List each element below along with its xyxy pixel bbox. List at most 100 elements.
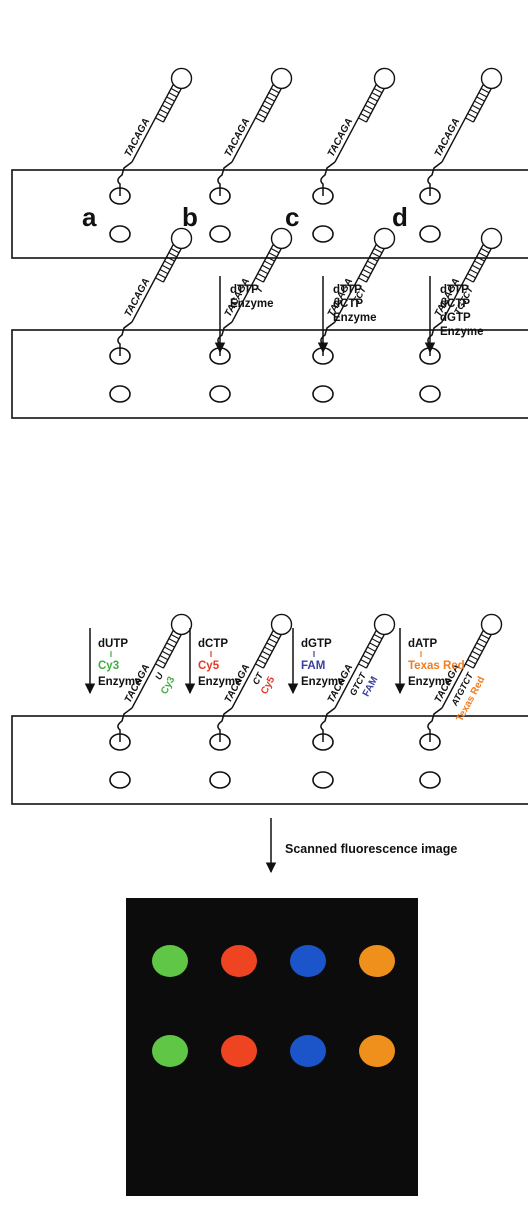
reagent-label: dCTP bbox=[333, 298, 363, 310]
base-pair bbox=[159, 654, 169, 661]
probe-strand bbox=[131, 243, 174, 323]
base-pair bbox=[155, 117, 164, 123]
nucleotide-label: dCTP bbox=[198, 638, 228, 650]
base-pair bbox=[270, 248, 280, 254]
probe-linker bbox=[427, 161, 443, 196]
base-pair bbox=[469, 268, 479, 275]
base-pair bbox=[166, 96, 175, 102]
base-pair bbox=[469, 654, 479, 661]
base-pair bbox=[159, 108, 169, 115]
base-pair bbox=[476, 642, 485, 648]
probe-spot bbox=[419, 225, 441, 243]
base-pair bbox=[257, 273, 266, 279]
scan-label: Scanned fluorescence image bbox=[285, 842, 457, 856]
probe-strand bbox=[472, 634, 492, 669]
probe-strand bbox=[472, 248, 492, 283]
enzyme-label: Enzyme bbox=[98, 676, 141, 688]
base-pair bbox=[358, 663, 367, 669]
probe-strand bbox=[441, 629, 484, 709]
base-pair bbox=[155, 277, 164, 283]
probe-strand bbox=[131, 629, 174, 709]
base-pair bbox=[161, 650, 171, 656]
hairpin-loop bbox=[270, 227, 293, 250]
probe-strand bbox=[472, 88, 492, 123]
base-pair bbox=[264, 100, 273, 106]
base-pair bbox=[367, 100, 376, 106]
probe-spot bbox=[419, 385, 441, 403]
base-pair bbox=[157, 273, 166, 279]
base-pair bbox=[480, 88, 490, 94]
reagent-label: dTTP bbox=[230, 284, 259, 296]
base-pair bbox=[467, 659, 476, 665]
base-pair bbox=[170, 88, 180, 94]
base-pair bbox=[369, 642, 378, 648]
probe-linker bbox=[217, 161, 233, 196]
hairpin-loop bbox=[480, 613, 503, 636]
probe-strand bbox=[231, 243, 274, 323]
reagent-label: dGTP bbox=[440, 312, 471, 324]
base-pair bbox=[168, 638, 178, 644]
base-pair bbox=[474, 646, 483, 652]
probe-strand bbox=[441, 243, 484, 323]
base-pair bbox=[255, 117, 264, 123]
nucleotide-label: dGTP bbox=[301, 638, 332, 650]
hairpin-loop bbox=[170, 613, 193, 636]
base-pair bbox=[474, 100, 483, 106]
probe-strand bbox=[441, 83, 484, 163]
base-pair bbox=[257, 113, 266, 119]
hairpin-loop bbox=[480, 67, 503, 90]
base-pair bbox=[168, 252, 178, 258]
dye-label: Texas Red bbox=[408, 660, 465, 672]
spot-label: d bbox=[392, 202, 408, 232]
base-pair bbox=[261, 104, 271, 110]
base-pair bbox=[373, 88, 383, 94]
probe-spot bbox=[312, 771, 334, 789]
base-pair bbox=[373, 248, 383, 254]
base-pair bbox=[478, 638, 488, 644]
base-pair bbox=[257, 659, 266, 665]
probe-spot bbox=[209, 385, 231, 403]
base-pair bbox=[471, 104, 481, 110]
base-pair bbox=[469, 108, 479, 115]
spot-label: b bbox=[182, 202, 198, 232]
base-pair bbox=[259, 654, 269, 661]
extension-sequence: U bbox=[153, 671, 165, 682]
spot-label: c bbox=[285, 202, 299, 232]
spot-label: a bbox=[82, 202, 97, 232]
base-pair bbox=[164, 100, 173, 106]
probe-spot bbox=[209, 771, 231, 789]
base-pair bbox=[161, 104, 171, 110]
base-pair bbox=[261, 650, 271, 656]
hairpin-loop bbox=[270, 67, 293, 90]
base-pair bbox=[369, 96, 378, 102]
base-pair bbox=[266, 256, 275, 262]
probe-linker bbox=[117, 707, 133, 742]
base-pair bbox=[471, 650, 481, 656]
reagent-label: dCTP bbox=[440, 298, 470, 310]
base-pair bbox=[268, 252, 278, 258]
probe-strand bbox=[231, 83, 274, 163]
base-pair bbox=[369, 256, 378, 262]
reagent-label: dTTP bbox=[333, 284, 362, 296]
fluorescent-spot bbox=[221, 1035, 257, 1067]
enzyme-label: Enzyme bbox=[301, 676, 344, 688]
dye-label: Cy5 bbox=[198, 660, 220, 672]
fluorescent-spot bbox=[359, 945, 395, 977]
enzyme-label: Enzyme bbox=[408, 676, 451, 688]
base-pair bbox=[362, 268, 372, 275]
base-pair bbox=[478, 92, 488, 98]
base-pair bbox=[264, 646, 273, 652]
probe-spot bbox=[109, 771, 131, 789]
probe-spot bbox=[209, 225, 231, 243]
base-pair bbox=[270, 634, 280, 640]
dye-label: FAM bbox=[301, 660, 325, 672]
base-pair bbox=[266, 96, 275, 102]
slide-panel bbox=[11, 715, 528, 805]
hairpin-loop bbox=[170, 227, 193, 250]
probe-spot bbox=[419, 771, 441, 789]
probe-linker bbox=[117, 321, 133, 356]
base-pair bbox=[364, 264, 374, 270]
probe-strand bbox=[365, 248, 385, 283]
fluorescent-spot bbox=[290, 945, 326, 977]
base-pair bbox=[371, 252, 381, 258]
